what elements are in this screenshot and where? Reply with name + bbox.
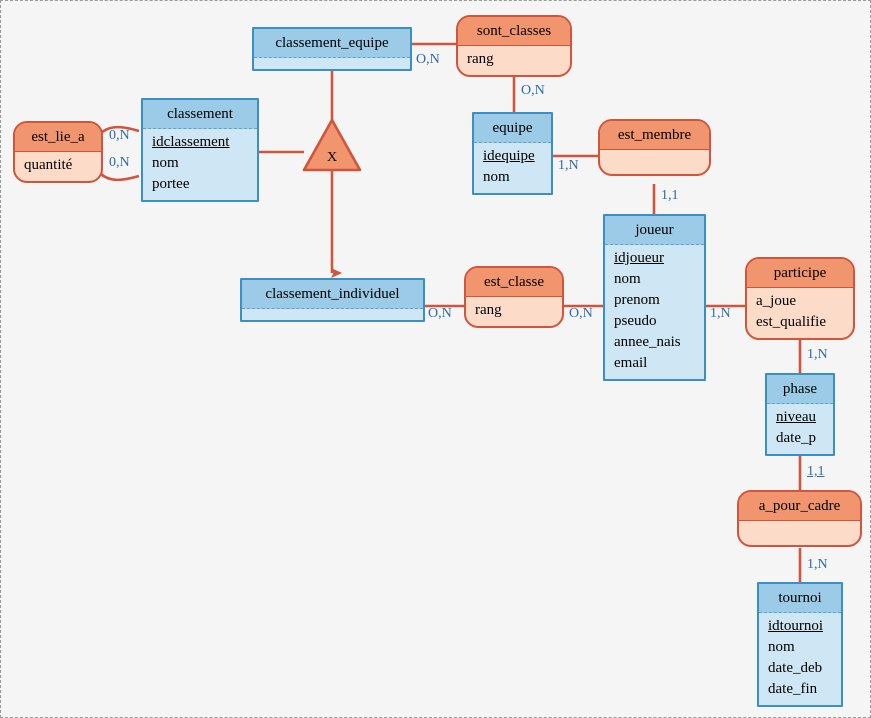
relation-attributes: rang (466, 297, 562, 326)
entity-attributes: idequipe nom (474, 143, 551, 193)
attribute-row: idequipe (483, 148, 535, 164)
entity-tournoi[interactable]: tournoi idtournoi nom date_deb date_fin (757, 582, 843, 707)
attribute-row: nom (614, 271, 641, 287)
cardinality-est-classe-joueur[interactable]: O,N (569, 306, 593, 321)
relation-title: est_membre (600, 121, 709, 150)
cardinality-est-membre-joueur[interactable]: 1,1 (661, 188, 679, 203)
cardinality-a-pour-cadre-tournoi[interactable]: 1,N (807, 557, 828, 572)
relation-participe[interactable]: participe a_joue est_qualifie (745, 257, 855, 340)
entity-title: tournoi (759, 584, 841, 613)
entity-equipe[interactable]: equipe idequipe nom (472, 112, 553, 195)
link-estliea-lower (97, 170, 140, 182)
relation-title: est_lie_a (15, 123, 101, 152)
entity-attributes: idclassement nom portee (143, 129, 257, 200)
relation-attributes: rang (458, 46, 570, 75)
entity-attributes: niveau date_p (767, 404, 833, 454)
entity-title: joueur (605, 216, 704, 245)
entity-attributes: idtournoi nom date_deb date_fin (759, 613, 841, 705)
entity-joueur[interactable]: joueur idjoueur nom prenom pseudo annee_… (603, 214, 706, 381)
relation-attributes (600, 150, 709, 174)
relation-est-classe[interactable]: est_classe rang (464, 266, 564, 328)
relation-attributes: a_joue est_qualifie (747, 288, 853, 338)
relation-sont-classes[interactable]: sont_classes rang (456, 15, 572, 77)
cardinality-joueur-participe[interactable]: 1,N (710, 306, 731, 321)
attribute-row: idclassement (152, 134, 230, 150)
entity-phase[interactable]: phase niveau date_p (765, 373, 835, 456)
attribute-row: rang (475, 302, 502, 318)
attribute-row: est_qualifie (756, 314, 826, 330)
relation-est-membre[interactable]: est_membre (598, 119, 711, 176)
entity-classement-equipe[interactable]: classement_equipe (252, 27, 412, 71)
cardinality-sont-classes-equipe[interactable]: O,N (521, 83, 545, 98)
inheritance-label: X (326, 150, 338, 165)
relation-attributes: quantité (15, 152, 101, 181)
relation-attributes (739, 521, 860, 545)
attribute-row: niveau (776, 409, 816, 425)
attribute-row: rang (467, 51, 494, 67)
cardinality-est-lie-a-upper[interactable]: 0,N (109, 128, 130, 143)
relation-title: est_classe (466, 268, 562, 297)
attribute-row: annee_nais (614, 334, 681, 350)
entity-classement[interactable]: classement idclassement nom portee (141, 98, 259, 202)
entity-classement-individuel[interactable]: classement_individuel (240, 278, 425, 322)
entity-title: classement (143, 100, 257, 129)
attribute-row: date_p (776, 430, 816, 446)
cardinality-equipe-est-membre[interactable]: 1,N (558, 158, 579, 173)
attribute-row: nom (483, 169, 510, 185)
attribute-row: email (614, 355, 648, 371)
cardinality-classement-equipe-sont-classes[interactable]: O,N (416, 52, 440, 67)
relation-title: a_pour_cadre (739, 492, 860, 521)
attribute-row: idjoueur (614, 250, 664, 266)
attribute-row: nom (768, 639, 795, 655)
entity-title: equipe (474, 114, 551, 143)
attribute-row: date_deb (768, 660, 823, 676)
attribute-row: prenom (614, 292, 660, 308)
cardinality-phase-a-pour-cadre[interactable]: 1,1 (807, 464, 825, 479)
attribute-row: idtournoi (768, 618, 823, 634)
attribute-row: quantité (24, 157, 73, 173)
attribute-row: pseudo (614, 313, 657, 329)
entity-attributes: idjoueur nom prenom pseudo annee_nais em… (605, 245, 704, 379)
entity-attributes (254, 58, 410, 69)
attribute-row: a_joue (756, 293, 796, 309)
entity-attributes (242, 309, 423, 320)
inheritance-node-x[interactable]: X (304, 120, 360, 170)
relation-title: sont_classes (458, 17, 570, 46)
entity-title: classement_individuel (242, 280, 423, 309)
attribute-row: date_fin (768, 681, 818, 697)
relation-title: participe (747, 259, 853, 288)
cardinality-est-lie-a-lower[interactable]: 0,N (109, 155, 130, 170)
cardinality-classement-individuel-est-classe[interactable]: O,N (428, 306, 452, 321)
attribute-row: portee (152, 176, 190, 192)
relation-est-lie-a[interactable]: est_lie_a quantité (13, 121, 103, 183)
relation-a-pour-cadre[interactable]: a_pour_cadre (737, 490, 862, 547)
entity-title: phase (767, 375, 833, 404)
entity-title: classement_equipe (254, 29, 410, 58)
cardinality-participe-phase[interactable]: 1,N (807, 347, 828, 362)
attribute-row: nom (152, 155, 179, 171)
